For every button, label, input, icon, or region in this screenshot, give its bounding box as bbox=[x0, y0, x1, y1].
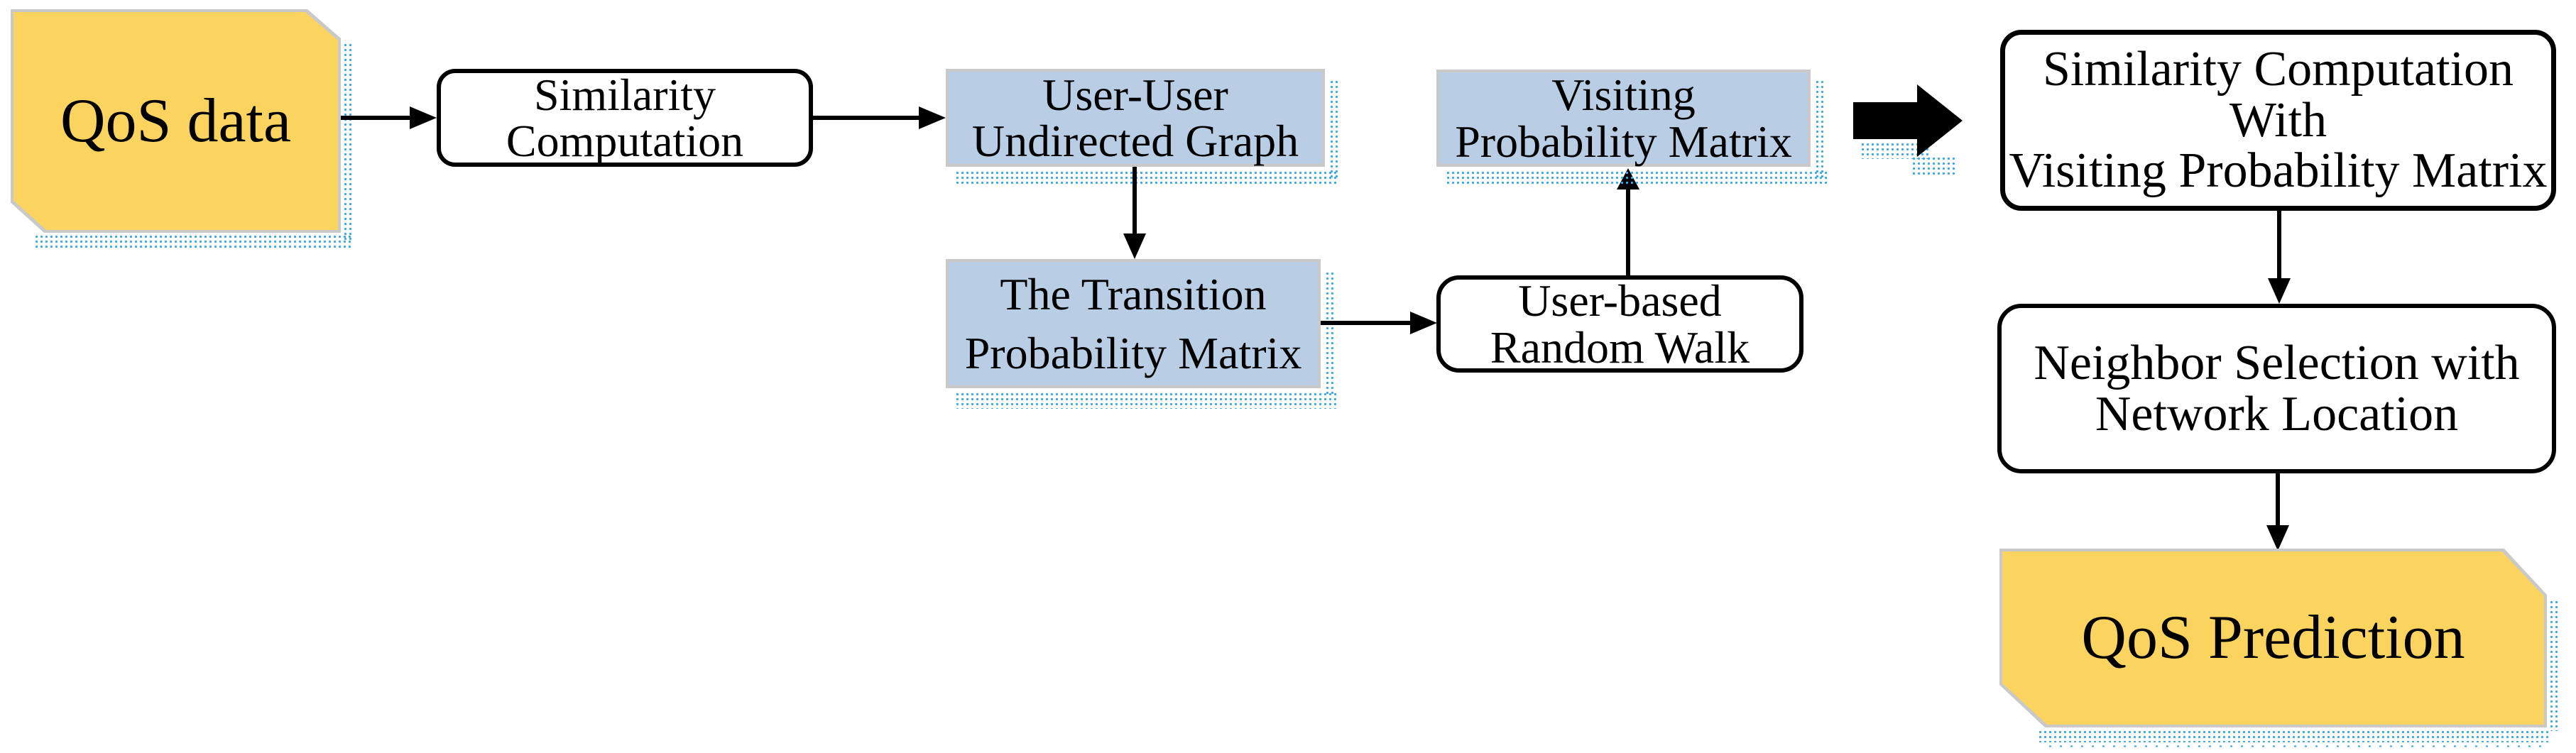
arrow-similarity-usergraph-head bbox=[919, 106, 946, 129]
node-qos-prediction: QoS Prediction bbox=[1999, 549, 2547, 727]
qos-prediction-shadow-bottom-sparse bbox=[2045, 742, 2549, 749]
arrow-simvisiting-neighbor-head bbox=[2268, 278, 2291, 304]
arrow-transition-randomwalk-shaft bbox=[1321, 321, 1414, 325]
node-user-user-graph-label: User-User Undirected Graph bbox=[971, 69, 1299, 166]
arrow-usergraph-transition-shaft bbox=[1133, 167, 1137, 235]
node-similarity-with-visiting-label: Similarity Computation With Visiting Pro… bbox=[2009, 42, 2548, 199]
node-neighbor-selection-label: Neighbor Selection with Network Location bbox=[2034, 336, 2520, 441]
qos-data-shadow-right bbox=[343, 43, 353, 240]
node-visiting-matrix-label: Visiting Probability Matrix bbox=[1455, 70, 1792, 167]
arrow-similarity-usergraph-shaft bbox=[813, 116, 921, 120]
transition-shadow-right bbox=[1325, 271, 1335, 395]
visiting-shadow-right bbox=[1815, 79, 1825, 179]
node-user-user-graph: User-User Undirected Graph bbox=[946, 69, 1325, 167]
node-similarity-with-visiting: Similarity Computation With Visiting Pro… bbox=[2000, 30, 2556, 211]
block-arrow-body bbox=[1853, 102, 1919, 139]
node-random-walk: User-based Random Walk bbox=[1436, 275, 1803, 373]
arrow-neighbor-prediction-head bbox=[2266, 525, 2289, 551]
node-qos-prediction-label: QoS Prediction bbox=[2081, 603, 2465, 673]
usergraph-shadow-right bbox=[1329, 79, 1339, 179]
visiting-shadow-bottom bbox=[1446, 170, 1829, 185]
arrow-neighbor-prediction-shaft bbox=[2276, 473, 2280, 529]
block-arrow-head bbox=[1917, 84, 1963, 157]
qos-data-shadow-bottom bbox=[34, 234, 354, 248]
transition-shadow-bottom bbox=[955, 392, 1338, 409]
arrow-randomwalk-visiting-shaft bbox=[1626, 187, 1630, 275]
node-transition-matrix: The Transition Probability Matrix bbox=[946, 259, 1321, 388]
qos-prediction-shadow-right bbox=[2549, 600, 2559, 731]
arrow-simvisiting-neighbor-shaft bbox=[2277, 211, 2281, 279]
node-qos-data: QoS data bbox=[11, 9, 341, 233]
usergraph-shadow-bottom bbox=[955, 170, 1338, 185]
qos-prediction-shadow-bottom bbox=[2038, 730, 2550, 742]
arrow-qosdata-similarity-shaft bbox=[341, 116, 412, 120]
arrow-transition-randomwalk-head bbox=[1410, 312, 1437, 334]
block-arrow-shadow-head bbox=[1911, 156, 1955, 175]
arrow-usergraph-transition-head bbox=[1123, 233, 1146, 259]
node-similarity-computation-label: Similarity Computation bbox=[506, 69, 744, 166]
node-random-walk-label: User-based Random Walk bbox=[1490, 275, 1750, 373]
node-similarity-computation: Similarity Computation bbox=[437, 69, 813, 167]
arrow-qosdata-similarity-head bbox=[410, 106, 437, 129]
node-neighbor-selection: Neighbor Selection with Network Location bbox=[1997, 304, 2556, 473]
node-qos-data-label: QoS data bbox=[60, 86, 292, 155]
node-transition-matrix-label: The Transition Probability Matrix bbox=[964, 268, 1302, 378]
node-visiting-matrix: Visiting Probability Matrix bbox=[1436, 70, 1811, 167]
